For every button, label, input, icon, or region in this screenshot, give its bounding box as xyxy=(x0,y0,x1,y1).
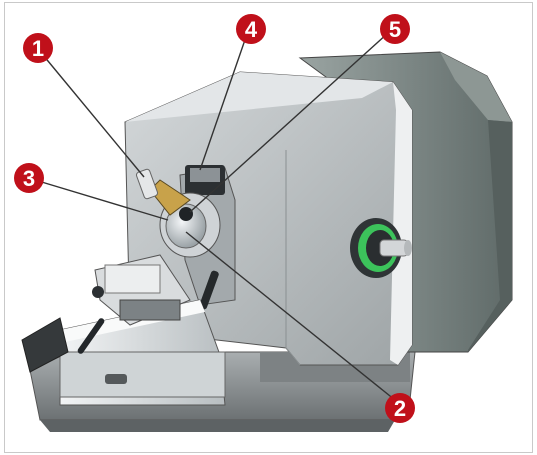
callout-label-4: 4 xyxy=(245,17,258,42)
callout-badge-2: 2 xyxy=(385,393,415,423)
leader-line-5 xyxy=(189,32,389,213)
leader-line-4 xyxy=(199,33,248,171)
callout-badge-4: 4 xyxy=(236,14,266,44)
leader-line-3 xyxy=(34,179,169,221)
callout-badge-5: 5 xyxy=(380,14,410,44)
leader-line-1 xyxy=(42,54,145,178)
callout-label-1: 1 xyxy=(32,36,44,61)
callout-label-5: 5 xyxy=(389,17,401,42)
handwheel xyxy=(350,218,412,278)
callout-label-2: 2 xyxy=(394,396,406,421)
figure-frame xyxy=(4,2,533,453)
knife-holder xyxy=(21,254,226,406)
leader-line-2 xyxy=(185,231,396,401)
callout-label-3: 3 xyxy=(23,166,35,191)
callout-badge-1: 1 xyxy=(23,33,53,63)
callout-badge-3: 3 xyxy=(14,163,44,193)
leader-lines xyxy=(34,32,396,401)
specimen-head-assembly xyxy=(135,165,236,310)
